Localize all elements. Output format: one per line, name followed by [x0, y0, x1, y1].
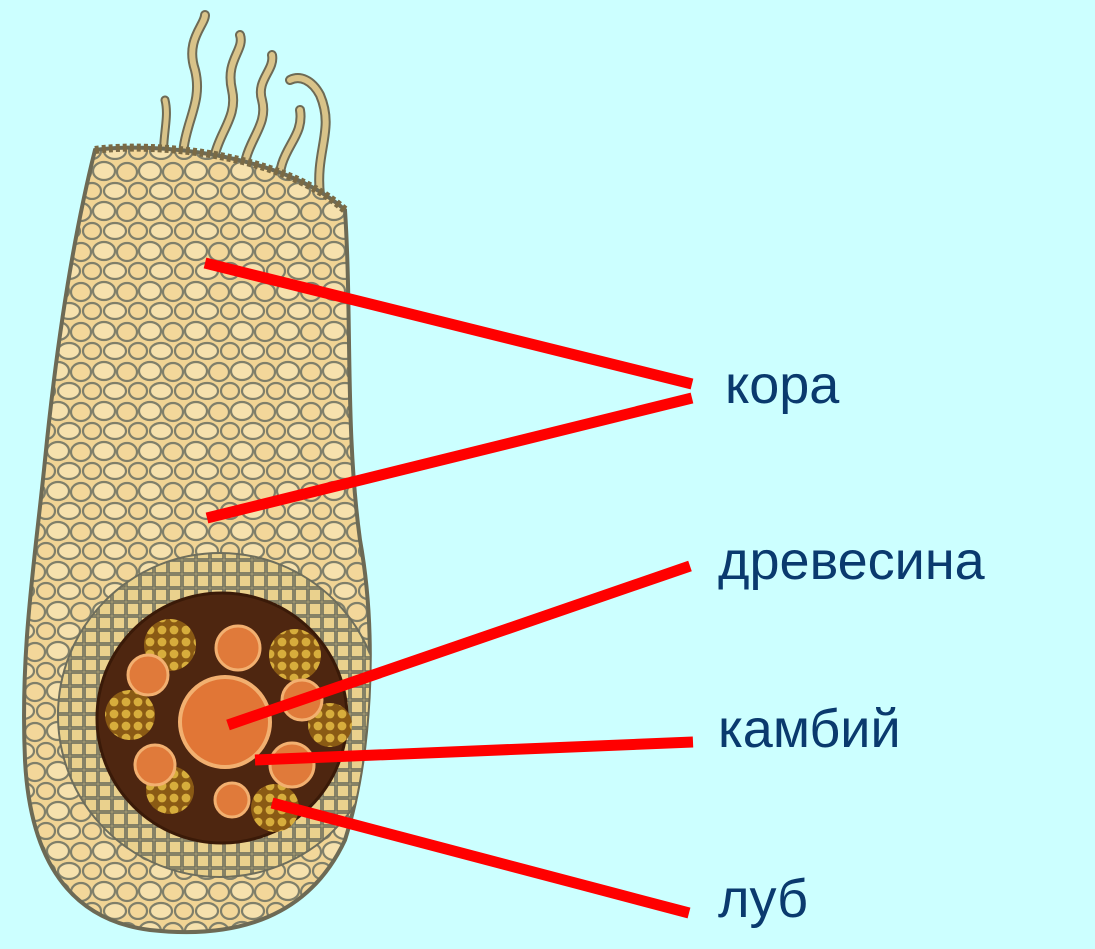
label-cortex: кора [725, 358, 839, 412]
label-phloem: луб [718, 872, 808, 926]
label-cambium: камбий [718, 702, 901, 756]
label-xylem: древесина [718, 534, 985, 588]
